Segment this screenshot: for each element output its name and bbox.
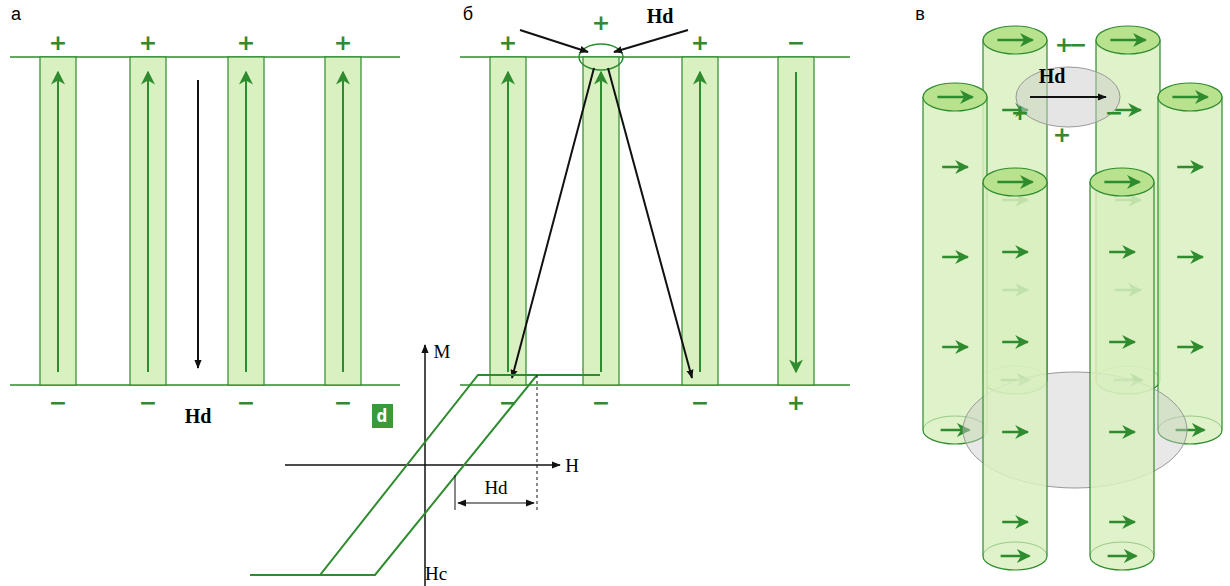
pole-sign: − <box>787 30 805 55</box>
pole-sign: + <box>1011 100 1029 125</box>
panel-a-strips <box>10 57 400 385</box>
pole-sign: − <box>499 390 517 415</box>
pole-sign: + <box>499 30 517 55</box>
panel-letter: а <box>11 4 21 25</box>
pole-sign: − <box>334 390 352 415</box>
pole-sign: + <box>787 390 805 415</box>
field-label: Hd <box>185 405 212 428</box>
panel-b-strips <box>460 30 850 385</box>
tag-letter: d <box>377 407 388 425</box>
pole-sign: − <box>592 390 610 415</box>
field-label: Hd <box>647 5 674 28</box>
panel-c-cylinders <box>923 26 1222 570</box>
pole-sign: + <box>334 30 352 55</box>
pole-sign: − <box>49 390 67 415</box>
pole-sign: − <box>1069 32 1087 57</box>
panel-letter: в <box>915 4 925 25</box>
pole-sign: − <box>139 390 157 415</box>
pole-sign: + <box>1053 122 1071 147</box>
pole-sign: − <box>691 390 709 415</box>
pole-sign: + <box>139 30 157 55</box>
legend-tag-box: d <box>372 404 393 428</box>
pole-sign: + <box>691 30 709 55</box>
axis-label: Hc <box>425 563 447 585</box>
axis-label: H <box>565 455 579 477</box>
axis-label: M <box>434 341 451 363</box>
pole-sign: − <box>1105 100 1123 125</box>
pole-sign: + <box>237 30 255 55</box>
panel-letter: б <box>463 4 473 25</box>
pole-sign: − <box>237 390 255 415</box>
axis-label: Hd <box>484 477 507 499</box>
hysteresis-loop <box>250 345 600 586</box>
field-label: Hd <box>1039 65 1066 88</box>
pole-sign: + <box>49 30 67 55</box>
pole-sign: + <box>592 10 610 35</box>
